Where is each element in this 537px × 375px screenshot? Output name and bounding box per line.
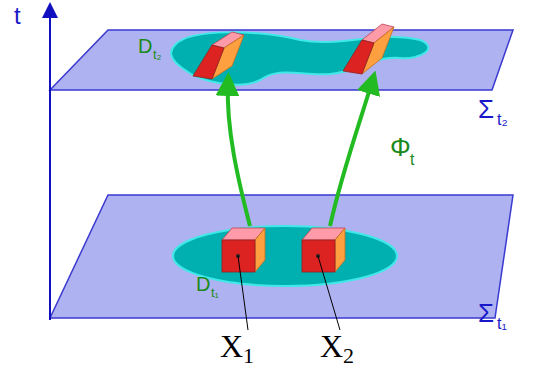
subscript: t₁ (497, 316, 507, 332)
leader-line (238, 256, 248, 330)
cube (222, 228, 265, 272)
plane-label: Σ (478, 300, 494, 326)
deformed-cube (193, 32, 244, 79)
deformed-cube (343, 24, 394, 74)
domain (171, 32, 428, 84)
map-label: Φ (390, 134, 411, 160)
domain-label: D (138, 36, 152, 56)
subscript: t₂ (497, 112, 508, 128)
domain-label: D (196, 274, 210, 294)
time-axis (49, 10, 51, 320)
leader-line (318, 256, 340, 330)
plane-label: Σ (478, 96, 494, 122)
plane (50, 30, 513, 90)
point-label: X (320, 330, 343, 362)
subscript: t₁ (211, 286, 219, 299)
subscript: t (410, 152, 414, 168)
cube (302, 228, 345, 272)
axis-label: t (14, 4, 21, 28)
subscript: 1 (243, 345, 254, 367)
subscript: t₂ (153, 48, 162, 61)
plane (50, 195, 513, 318)
point-label: X (220, 330, 243, 362)
flow-arrow (228, 84, 250, 226)
subscript: 2 (343, 345, 354, 367)
flow-arrow (330, 82, 372, 226)
